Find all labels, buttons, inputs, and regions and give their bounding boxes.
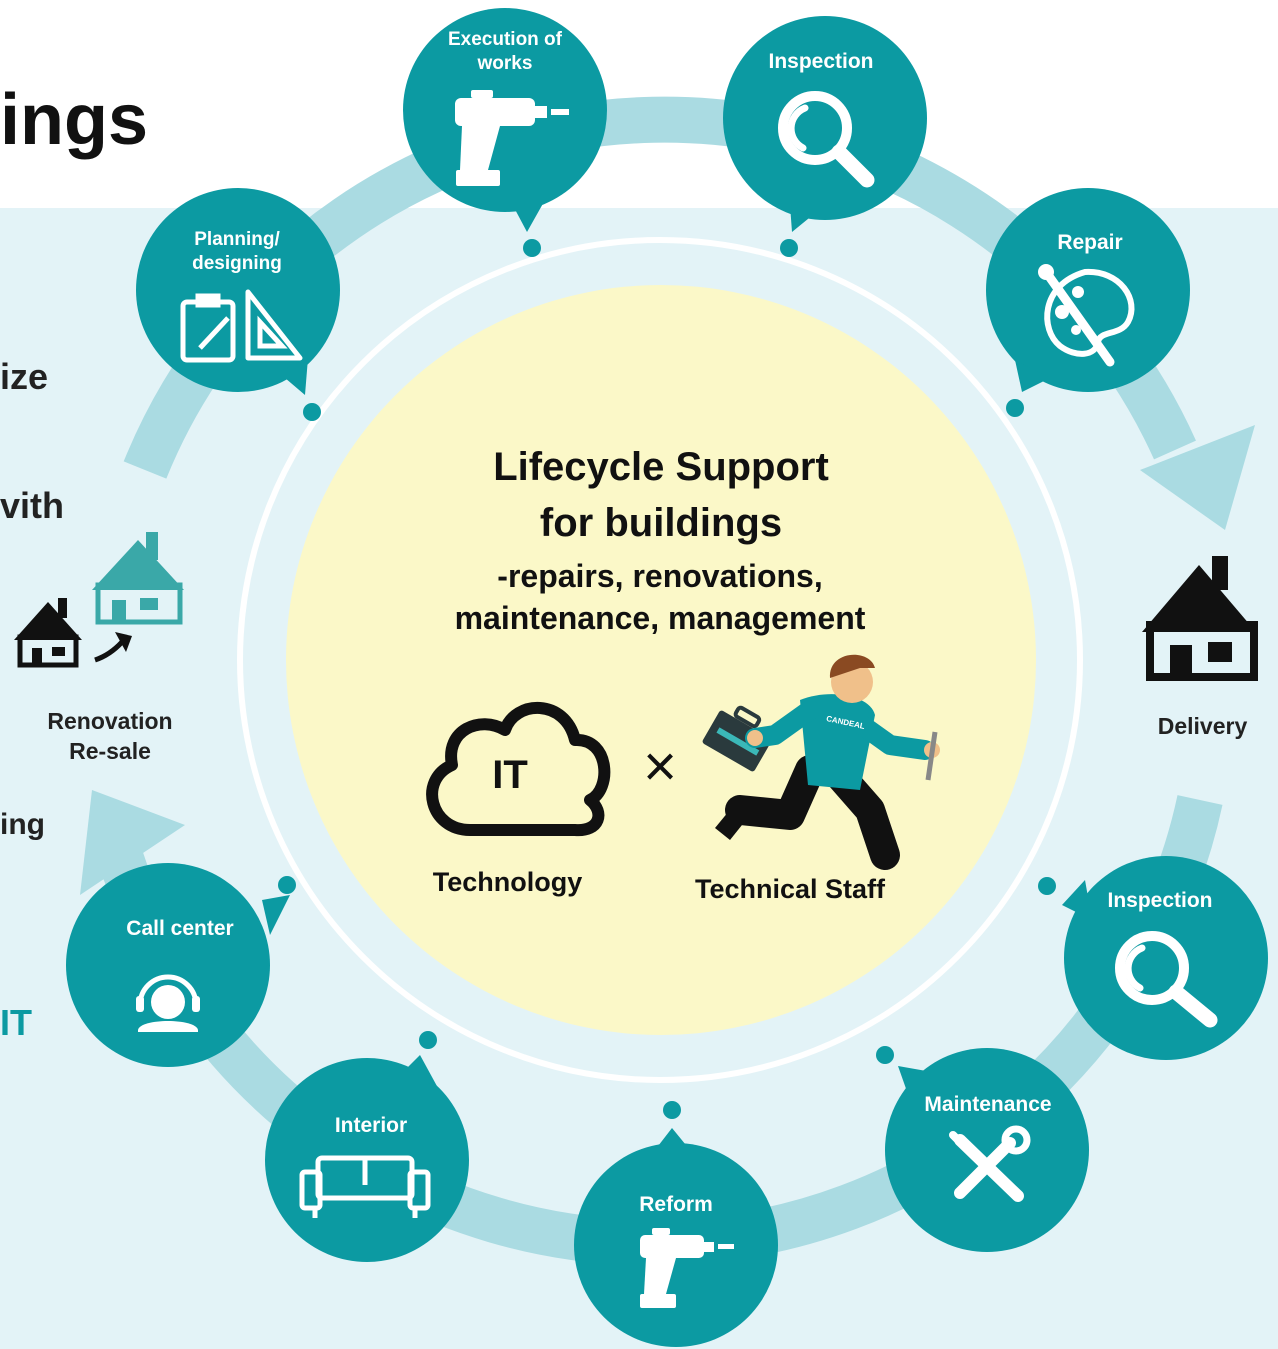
palette-icon [1038,264,1135,367]
technical-staff-figure [702,654,940,870]
node-planning-circle [136,188,340,392]
connector-dot [876,1046,894,1064]
node-label-reform: Reform [639,1193,713,1216]
node-repair-circle [986,188,1190,392]
node-label-maintenance: Maintenance [924,1093,1052,1116]
node-label-call-center: Call center [126,917,234,940]
node-tail [405,1055,438,1088]
node-tail [898,1066,932,1100]
drill-icon [640,1228,734,1308]
connector-dot [278,876,296,894]
connector-dot [1006,399,1024,417]
magnifier-icon [778,91,875,188]
it-label: IT [492,753,528,797]
left-text-fragment: vith [0,485,65,526]
ring-arrowhead-right [1140,425,1255,530]
node-label-planning: Planning/ designing [192,229,282,274]
node-label-inspection-top: Inspection [768,50,874,73]
old-house-icon [14,598,82,668]
delivery-house-icon [1142,556,1258,681]
node-inspection-top-circle [723,16,927,220]
left-text-fragment: ize [0,356,49,397]
connector-dot [419,1031,437,1049]
technology-label: Technology [432,867,583,897]
center-subtitle-line2: maintenance, management [454,600,866,636]
tools-icon [949,1125,1031,1202]
inner-white-ring [237,237,1083,1083]
connector-dot [1038,877,1056,895]
node-maintenance-circle [885,1048,1089,1252]
headset-icon [136,974,200,1032]
left-text-fragment: ing [0,808,45,841]
center-subtitle-line1: -repairs, renovations, [497,558,823,594]
times-symbol: × [643,734,677,799]
ruler-icon [180,289,303,363]
upgrade-arrow-icon [94,632,132,663]
connector-dots [278,239,1056,1119]
node-tail [262,895,290,935]
node-tail [1062,880,1092,920]
center-title-line2: for buildings [539,501,783,545]
center-circle [286,285,1036,1035]
node-tail [1015,360,1050,392]
center-title-line1: Lifecycle Support [493,445,829,489]
cloud-it-icon [426,702,611,837]
node-label-inspection-right: Inspection [1107,889,1213,912]
briefcase-icon [702,705,772,772]
heading-fragment: ings [0,80,149,160]
renovation-label-line2: Re-sale [69,738,151,764]
node-label-interior: Interior [334,1114,408,1137]
connector-dot [523,239,541,257]
delivery-label: Delivery [1157,713,1248,739]
node-tail [655,1128,690,1150]
drill-icon [455,90,569,186]
node-tail [790,205,825,232]
left-text-fragment: IT [0,1002,32,1043]
connector-dot [663,1101,681,1119]
renovation-label-line1: Renovation [47,708,173,734]
node-callcenter-circle [66,863,270,1067]
node-tail [278,358,308,395]
technical-staff-label: Technical Staff [694,874,886,904]
renovation-house-icon [92,532,184,625]
connector-dot [303,403,321,421]
node-inspection-right-circle [1064,856,1268,1060]
node-tail [510,200,545,232]
magnifier-icon [1115,931,1218,1028]
sofa-icon [299,1155,431,1218]
node-label-repair: Repair [1057,231,1123,254]
ring-arrowhead-left [80,790,185,895]
connector-dot [780,239,798,257]
node-label-execution: Execution of works [447,29,562,74]
